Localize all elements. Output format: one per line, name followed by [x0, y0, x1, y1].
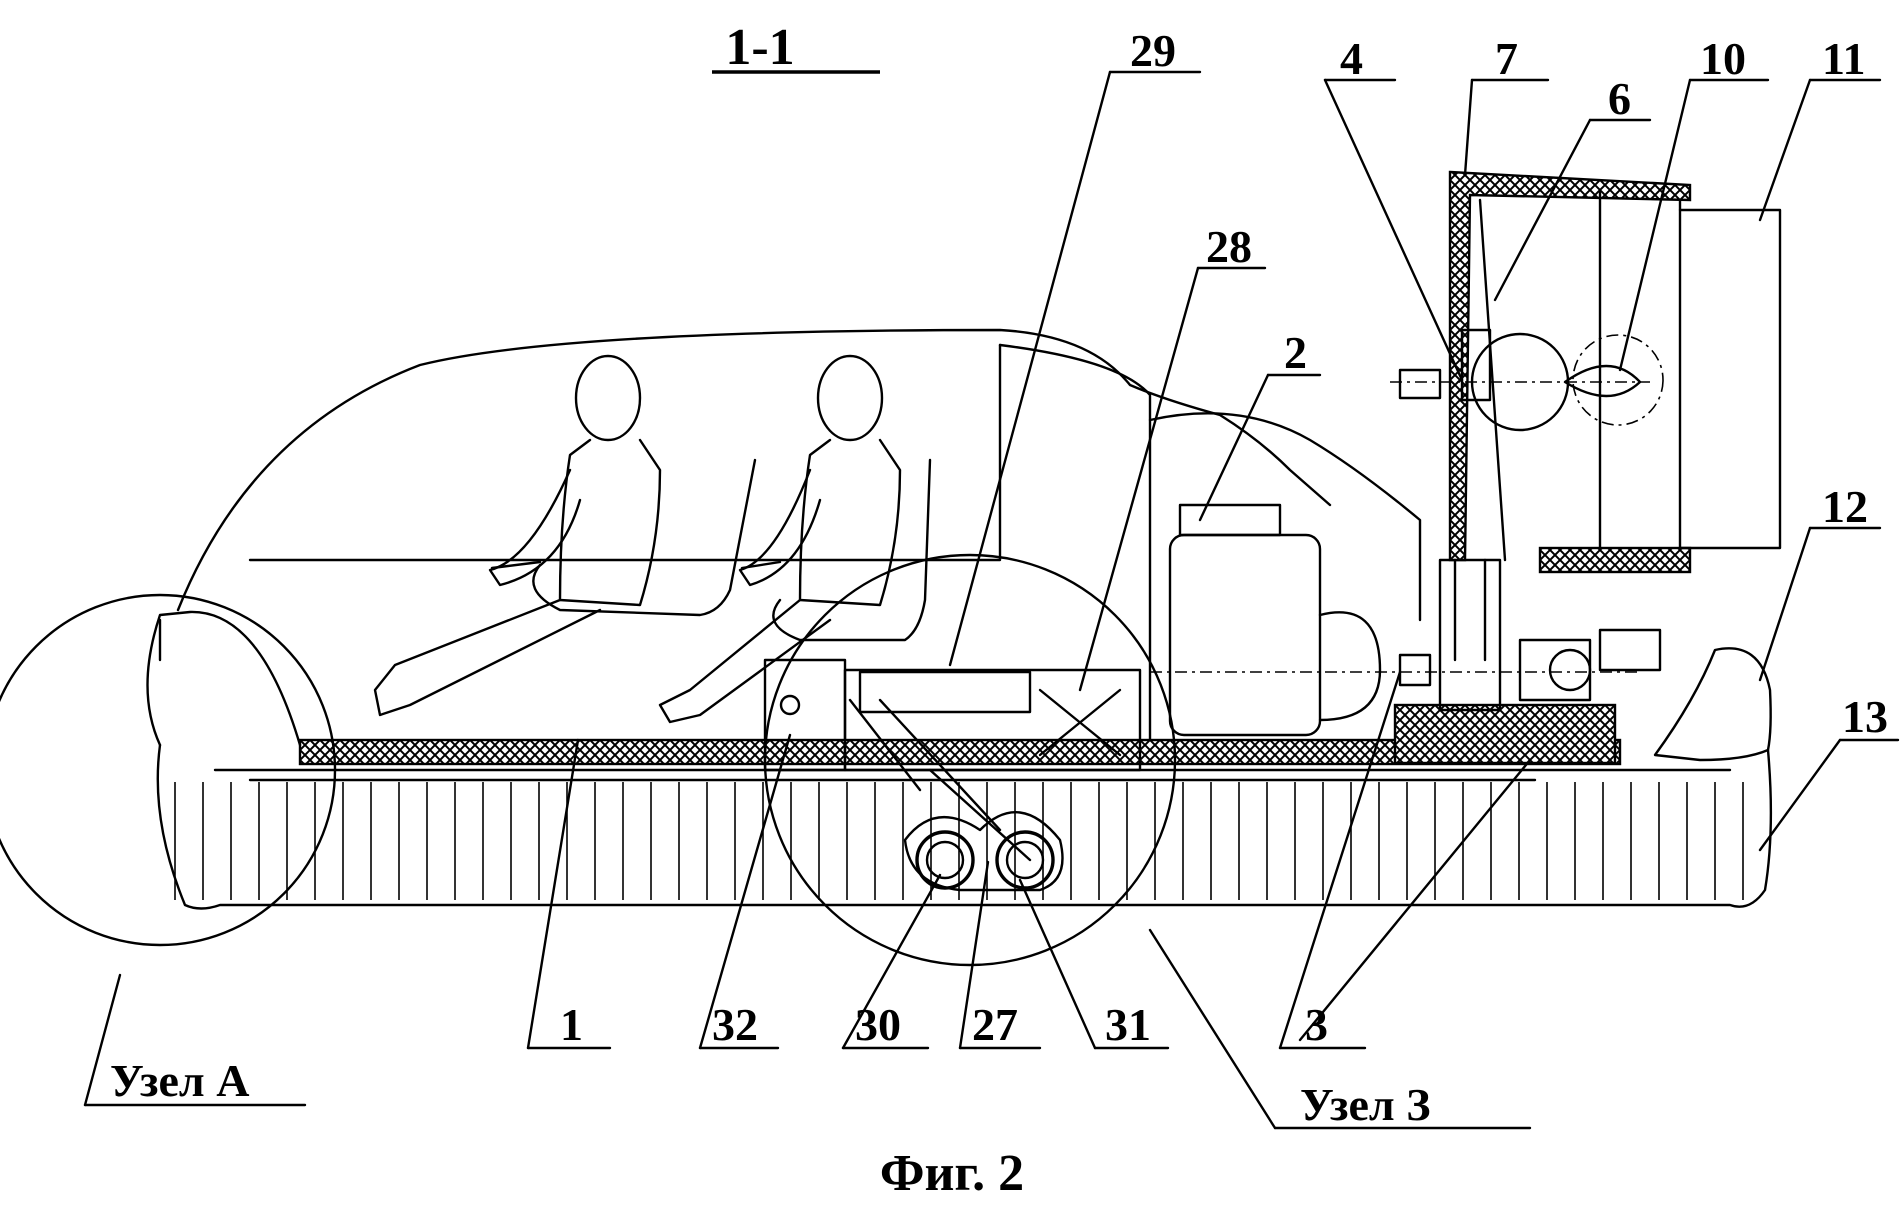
- fan-hub-10: [1563, 364, 1642, 398]
- figure-caption: Фиг. 2: [880, 1145, 1024, 1202]
- callout-11: 11: [1822, 33, 1865, 84]
- canopy-window-line: [248, 343, 1002, 562]
- callout-30: 30: [855, 999, 901, 1050]
- leader-10: [1618, 78, 1692, 372]
- detail-a-label: Узел А: [110, 1055, 249, 1106]
- callout-13: 13: [1842, 691, 1888, 742]
- callout-12: 12: [1822, 481, 1868, 532]
- canopy-inner-curve: [998, 343, 1152, 742]
- track-wheel-30: [915, 830, 975, 890]
- leader-lines: [83, 70, 1900, 1130]
- leader-27: [958, 860, 990, 1050]
- callout-31: 31: [1105, 999, 1151, 1050]
- leader-31: [1018, 878, 1097, 1050]
- skirt-outline: [156, 743, 1773, 910]
- actuator-29: [858, 670, 1032, 714]
- leader-3: [1278, 670, 1402, 1050]
- fan-housing-11: [1678, 208, 1782, 550]
- driver-figure: [373, 354, 662, 717]
- leader-12: [1758, 526, 1812, 682]
- callout-3: 3: [1305, 999, 1328, 1050]
- callout-32: 32: [712, 999, 758, 1050]
- fan-assembly: [1390, 170, 1782, 662]
- callout-4: 4: [1340, 33, 1363, 84]
- leader-6: [1493, 118, 1592, 302]
- track-unit: [763, 658, 1142, 892]
- detail-3-label: Узел З: [1300, 1079, 1430, 1130]
- leader-detail-3: [1148, 928, 1277, 1130]
- callout-10: 10: [1700, 33, 1746, 84]
- leader-30: [841, 873, 942, 1050]
- hull-assembly: [146, 610, 1773, 910]
- engine-2: [1168, 533, 1322, 737]
- seat-rear: [772, 458, 932, 642]
- leader-32: [698, 733, 792, 1050]
- section-label: 1-1: [725, 19, 794, 76]
- callout-1: 1: [560, 999, 583, 1050]
- leader-1: [526, 738, 580, 1050]
- callout-7: 7: [1495, 33, 1518, 84]
- callout-2: 2: [1284, 327, 1307, 378]
- passenger-figure: [658, 354, 902, 724]
- callout-28: 28: [1206, 221, 1252, 272]
- leader-4: [1323, 78, 1464, 382]
- leader-28: [1078, 266, 1200, 692]
- rear-deck-hatched: [1393, 703, 1617, 765]
- leader-detail-a: [83, 973, 122, 1107]
- callout-labels: 29 4 7 6 10 11 28 2 12 13 1 32 30 27 31 …: [110, 25, 1888, 1130]
- leader-7: [1463, 78, 1474, 177]
- leader-13: [1758, 738, 1842, 852]
- cabin: [176, 328, 1422, 742]
- blade-6: [1478, 198, 1507, 562]
- leader-11: [1758, 78, 1812, 222]
- frame-28: [843, 668, 1142, 772]
- leader-2: [1198, 373, 1270, 522]
- fan-duct-7: [1448, 170, 1692, 562]
- fan-disc: [1572, 334, 1664, 426]
- engine-assembly: [1150, 503, 1662, 737]
- callout-27: 27: [972, 999, 1018, 1050]
- front-bumper: [146, 610, 302, 747]
- callout-29: 29: [1130, 25, 1176, 76]
- rear-bumper: [1653, 647, 1772, 762]
- seat-front: [532, 458, 757, 617]
- leader-29: [948, 70, 1112, 667]
- leader-3b: [1298, 758, 1532, 1042]
- engine-cowl: [1148, 412, 1422, 622]
- callout-6: 6: [1608, 73, 1631, 124]
- track-wheel-31: [995, 830, 1055, 890]
- detail-a-circle: [0, 593, 337, 947]
- skirt-segments: [174, 782, 1744, 900]
